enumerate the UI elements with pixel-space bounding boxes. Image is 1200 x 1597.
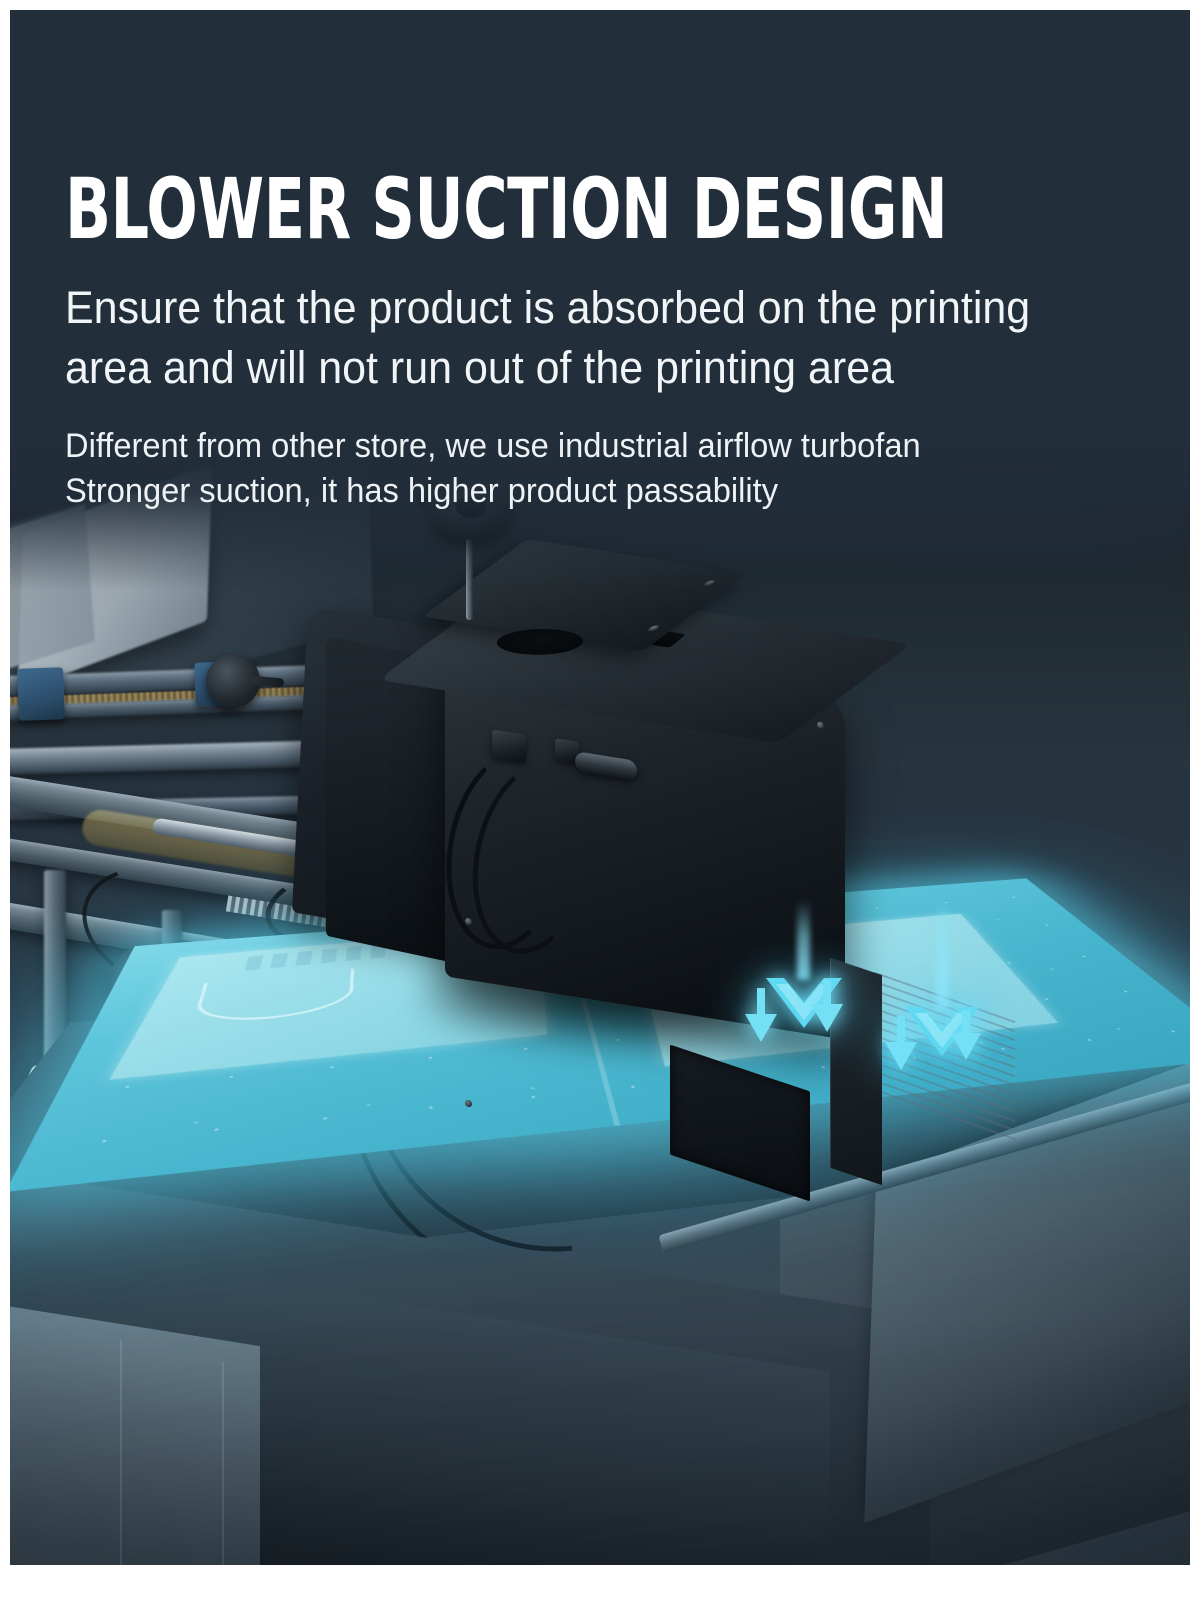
body-copy: Different from other store, we use indus… (65, 424, 1092, 514)
body-copy-line-1: Different from other store, we use indus… (65, 424, 1092, 469)
subheadline: Ensure that the product is absorbed on t… (65, 278, 1087, 398)
screw-icon (465, 1099, 472, 1107)
feature-card: BLOWER SUCTION DESIGN Ensure that the pr… (10, 10, 1190, 1565)
subheadline-line-1: Ensure that the product is absorbed on t… (65, 282, 1030, 333)
page-title: BLOWER SUCTION DESIGN (65, 175, 921, 244)
screw-icon (702, 580, 717, 587)
screw-icon (817, 721, 824, 729)
gantry-handwheel-icon (206, 654, 260, 708)
headline-block: BLOWER SUCTION DESIGN Ensure that the pr… (65, 175, 1135, 514)
service-door-panel (830, 958, 882, 1185)
cabinet-seam (222, 1362, 224, 1565)
product-photo (10, 440, 1190, 1565)
body-copy-line-2: Stronger suction, it has higher product … (65, 469, 1092, 514)
printhead-assembly (270, 510, 910, 1040)
screw-icon (646, 625, 661, 632)
subheadline-line-2: area and will not run out of the printin… (65, 342, 894, 393)
gantry-carriage-left (17, 667, 65, 721)
cabinet-seam (120, 1340, 122, 1565)
